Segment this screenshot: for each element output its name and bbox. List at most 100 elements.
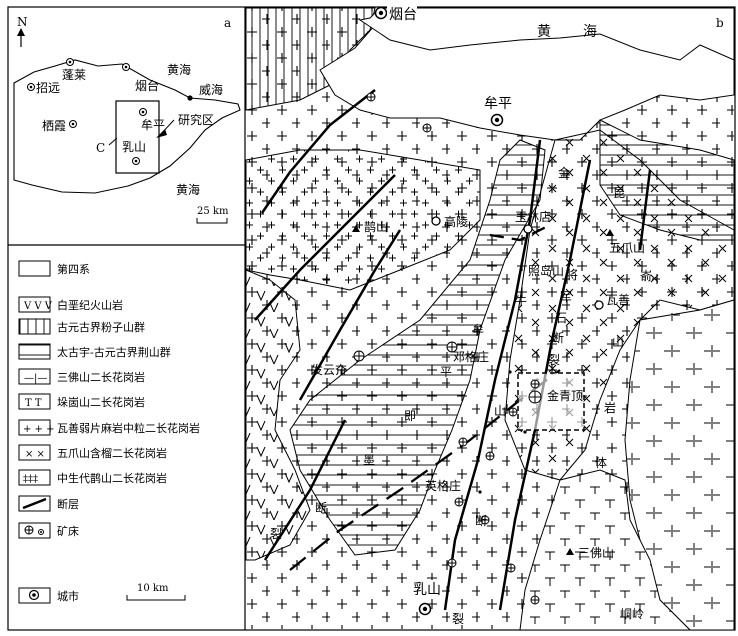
panel-a-location-map: N a 蓬莱 烟台 招远 栖霞 牟平 威海 乳山 黄海 黄海 研究区 C 25 … <box>13 15 241 224</box>
city-label: 乳山 <box>413 582 441 598</box>
north-arrow-icon <box>17 28 25 47</box>
panel-a-letter: a <box>224 16 231 30</box>
legend-swatch <box>18 260 51 277</box>
legend-symbol: ‡‡‡ <box>23 474 38 485</box>
legend-symbol: —|— <box>24 373 47 384</box>
legend-swatch <box>18 393 51 410</box>
legend-swatch <box>18 368 51 385</box>
fault-label-char: 裂 <box>548 353 560 367</box>
place-label: 瓦善 <box>606 292 630 307</box>
fault-label-char: 牟 <box>472 322 484 337</box>
pluton-label-char: 体 <box>595 456 607 470</box>
legend-label: 垛崮山二长花岗岩 <box>57 395 145 409</box>
place-label: 英格庄 <box>425 478 461 493</box>
city-label: 烟台 <box>389 7 417 23</box>
fault-label-char: 平 <box>440 365 452 379</box>
pluton-label-char: 嵛 <box>640 269 652 283</box>
legend-label: 瓦善弱片麻岩中粒二长花岗岩 <box>57 421 200 435</box>
panel-b-geologic-map: 烟台 牟平 乳山 黄 海 b 鹊山 高陵 玉林店 五爪山 瓦善 发云夼 邓格庄 … <box>245 4 735 631</box>
place-label: 邓格庄 <box>453 349 489 364</box>
city-label: 牟平 <box>141 117 165 132</box>
panel-b-letter: b <box>716 16 724 30</box>
city-label: 烟台 <box>135 78 159 93</box>
fault-label-char: 军 <box>560 290 572 304</box>
place-label: 五爪山 <box>609 241 645 255</box>
place-label: 发云夼 <box>311 362 347 377</box>
place-label: 金青顶 <box>547 388 583 403</box>
place-label: 峒岭 <box>620 607 644 621</box>
map-labels: 烟台 牟平 乳山 黄 海 b 鹊山 高陵 玉林店 五爪山 瓦善 发云夼 邓格庄 … <box>270 4 724 626</box>
sea-label: 黄海 <box>167 62 191 77</box>
legend-label: 第四系 <box>57 262 90 276</box>
legend-swatch <box>18 444 51 461</box>
legend-symbol: V V V <box>23 301 53 312</box>
place-label: 照岛山 <box>528 263 564 278</box>
place-label: 玉林店 <box>515 210 551 224</box>
sea-label: 黄 <box>537 23 551 40</box>
legend-swatch <box>18 469 51 486</box>
legend-label: 断层 <box>57 497 79 511</box>
fault-symbol <box>22 497 47 510</box>
legend-swatch <box>18 419 51 436</box>
study-area-label: 研究区 <box>178 112 214 127</box>
peninsula-outline <box>13 59 241 194</box>
legend-symbol: + + + <box>23 424 55 435</box>
legend-label: 中生代鹊山二长花岗岩 <box>57 471 167 485</box>
scale-label: 10 km <box>137 583 169 594</box>
sea-label: 海 <box>583 24 597 40</box>
scale-bar <box>196 218 228 224</box>
fault-label-char: 断 <box>552 330 564 345</box>
city-label: 威海 <box>199 82 223 97</box>
city-label: 栖霞 <box>42 118 66 133</box>
box-corner-label: C <box>96 141 105 155</box>
yellow-sea <box>358 7 735 61</box>
pluton-label-char: 昆 <box>613 186 625 200</box>
fault-label-char: 断 <box>315 500 327 515</box>
legend-swatch <box>18 296 51 313</box>
place-label: 三佛山 <box>578 546 614 560</box>
legend-label: 太古宇-古元古界荆山群 <box>57 345 171 359</box>
city-label: 牟平 <box>484 96 512 112</box>
peak-icon <box>566 548 574 555</box>
pluton-label-char: 岩 <box>604 400 616 415</box>
peak-icon <box>352 225 360 232</box>
city-label: 招远 <box>36 81 60 95</box>
fault-label-char: 裂 <box>270 527 282 541</box>
legend-label: 古元古界粉子山群 <box>57 320 145 334</box>
fault-label-char: 裂 <box>452 612 464 626</box>
jingshan-group <box>289 139 546 556</box>
city-label: 乳山 <box>122 140 146 154</box>
city-icons <box>374 6 504 616</box>
legend-swatch <box>18 343 51 360</box>
pluton-label-char: 金 <box>558 165 570 180</box>
fault-label-char: 山 <box>494 404 506 418</box>
legend-symbol: T T <box>25 398 42 409</box>
scale-label: 25 km <box>197 206 229 217</box>
scale-bar <box>126 595 186 601</box>
city-label: 蓬莱 <box>62 68 86 82</box>
legend: V V V —|— T T + + + × × ‡‡‡ 第四系 白垩纪火山岩 古… <box>18 260 200 604</box>
study-area-arrow-icon <box>156 129 167 138</box>
fault-label-char: 石 <box>555 311 567 325</box>
sea-label: 黄海 <box>176 182 200 197</box>
place-label: 鹊山 <box>364 220 388 234</box>
legend-symbol: × × <box>25 449 45 460</box>
small-mine-dots <box>478 370 527 494</box>
peak-icon <box>606 229 614 236</box>
legend-swatch <box>18 318 51 335</box>
fault-label-char: 将 <box>566 268 578 282</box>
fault-label-char: 牛 <box>515 293 527 308</box>
cretaceous-volcanic <box>245 269 311 561</box>
north-label: N <box>17 15 28 29</box>
ore-deposit-icons <box>353 92 542 605</box>
fault-label-char: 墨 <box>363 453 375 467</box>
fault-label-char: 即 <box>404 409 416 423</box>
legend-label: 三佛山二长花岗岩 <box>57 370 145 384</box>
legend-label: 五爪山含榴二长花岗岩 <box>57 446 167 460</box>
place-label: 高陵 <box>444 214 468 229</box>
queshan-granite <box>245 149 481 291</box>
fault-label-char: 断 <box>475 513 487 528</box>
legend-label: 矿床 <box>57 524 79 538</box>
figure-frame <box>7 6 736 631</box>
